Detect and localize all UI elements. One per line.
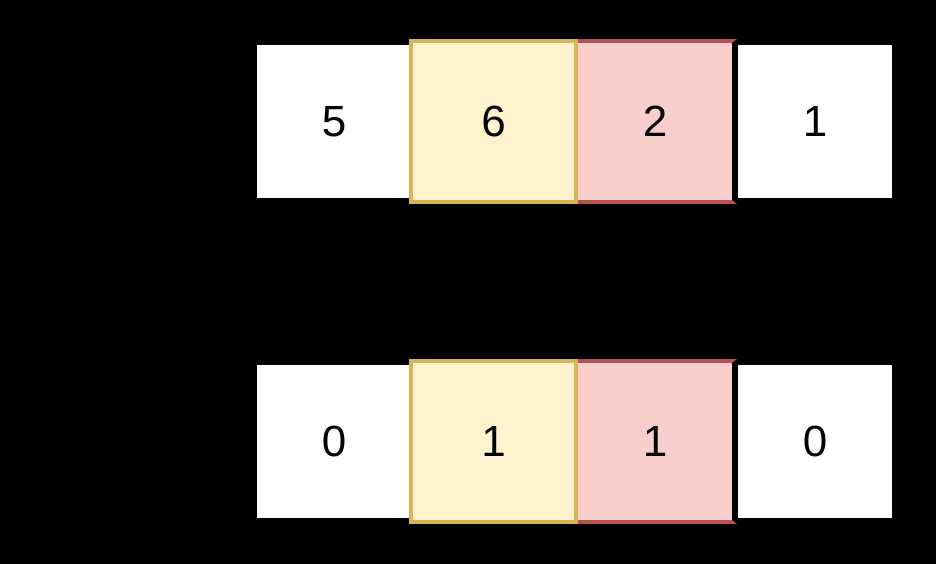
array-bottom-cell-0: 0 (256, 364, 412, 519)
array-top-cell-1-highlighted-yellow: 6 (409, 39, 578, 204)
array-bottom-cell-2-value: 1 (642, 416, 668, 466)
array-top-cell-0-value: 5 (321, 96, 347, 146)
array-bottom-cell-1-value: 1 (481, 416, 506, 466)
array-top-cell-1-value: 6 (481, 96, 506, 146)
array-top-cell-0: 5 (256, 44, 412, 199)
array-top-cell-2-value: 2 (642, 96, 668, 146)
array-bottom-cell-2-highlighted-red: 1 (578, 359, 737, 524)
array-bottom-cell-3: 0 (737, 364, 893, 519)
array-top-cell-2-highlighted-red: 2 (578, 39, 737, 204)
array-top-cell-3: 1 (737, 44, 893, 199)
array-bottom-cell-3-value: 0 (802, 416, 828, 466)
array-bottom-cell-0-value: 0 (321, 416, 347, 466)
array-bottom-cell-1-highlighted-yellow: 1 (409, 359, 578, 524)
array-top-cell-3-value: 1 (802, 96, 828, 146)
